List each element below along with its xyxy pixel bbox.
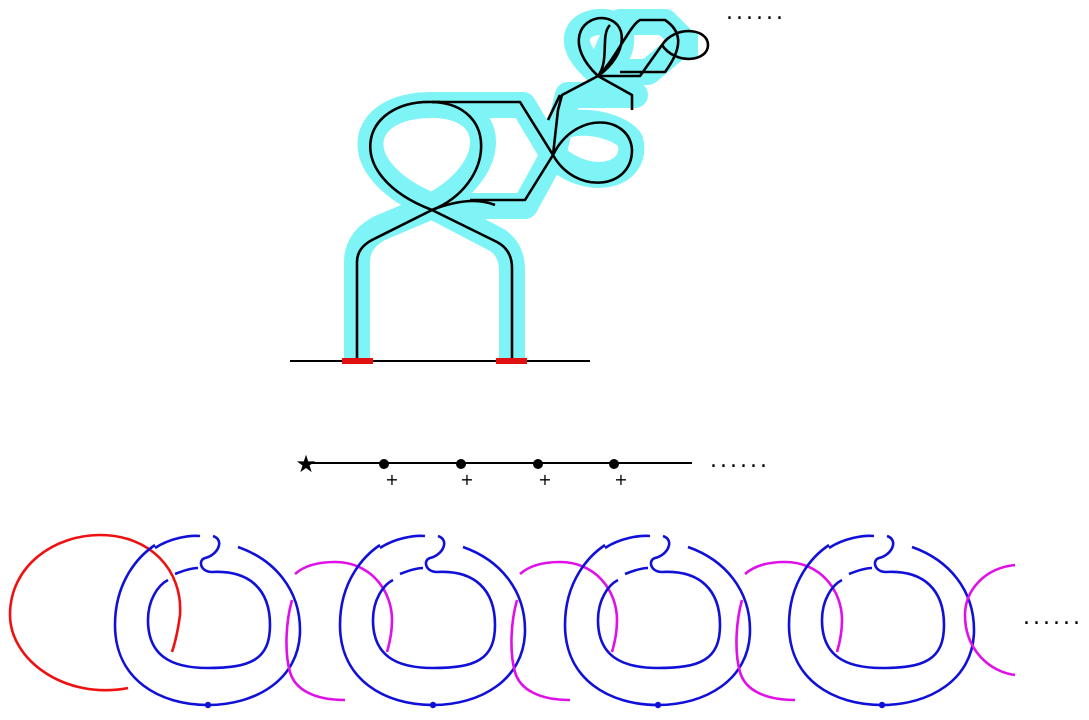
- blue-clasp: [146, 534, 272, 670]
- red-component: [8, 533, 182, 692]
- node-sign-2: +: [460, 470, 473, 489]
- blue-top-arc: [828, 534, 875, 550]
- node-sign-4: +: [614, 470, 627, 489]
- ellipsis-bottom: ......: [1023, 605, 1083, 630]
- blue-top-arc: [379, 534, 426, 550]
- blue-inner-top: [399, 566, 424, 576]
- blue-outer-ring: [338, 543, 527, 707]
- blue-ring-marker: [204, 701, 212, 709]
- link-diagram: [8, 533, 1016, 709]
- blue-inner-top: [624, 566, 649, 576]
- magenta-trailing-arc: [963, 563, 1016, 677]
- blue-inner-top: [848, 566, 873, 576]
- blue-outer-ring: [787, 543, 976, 707]
- band-tangle: [290, 8, 710, 364]
- black-strands: [355, 16, 710, 358]
- blue-top-arc: [154, 534, 201, 550]
- node-sign-1: +: [385, 470, 398, 489]
- magenta-link-arc: [519, 560, 619, 653]
- blue-clasp: [371, 534, 497, 670]
- star-node: ★: [295, 450, 317, 478]
- magenta-link-lower: [735, 599, 796, 702]
- chain-unit: [563, 534, 844, 709]
- blue-outer-ring: [113, 543, 302, 707]
- chain-node: [609, 459, 619, 469]
- magenta-link-lower: [285, 599, 346, 702]
- node-sign-3: +: [538, 470, 551, 489]
- chain-unit: [787, 534, 976, 709]
- chain-node: [379, 459, 389, 469]
- magenta-link-arc: [294, 560, 394, 653]
- blue-top-arc: [604, 534, 651, 550]
- blue-clasp: [596, 534, 722, 670]
- blue-ring-marker: [654, 701, 662, 709]
- magenta-link-arc: [744, 560, 844, 653]
- blue-outer-ring: [563, 543, 752, 707]
- chain-unit: [338, 534, 619, 709]
- chain-node: [456, 459, 466, 469]
- magenta-link-lower: [510, 599, 571, 702]
- chain-node: [533, 459, 543, 469]
- blue-ring-marker: [878, 701, 886, 709]
- ellipsis-top: ......: [726, 0, 786, 25]
- chain-unit: [113, 534, 394, 709]
- blue-clasp: [820, 534, 946, 670]
- blue-inner-top: [174, 566, 199, 576]
- blue-ring-marker: [429, 701, 437, 709]
- ellipsis-middle: ......: [710, 448, 770, 473]
- node-chain: ★ + + + +: [295, 450, 692, 489]
